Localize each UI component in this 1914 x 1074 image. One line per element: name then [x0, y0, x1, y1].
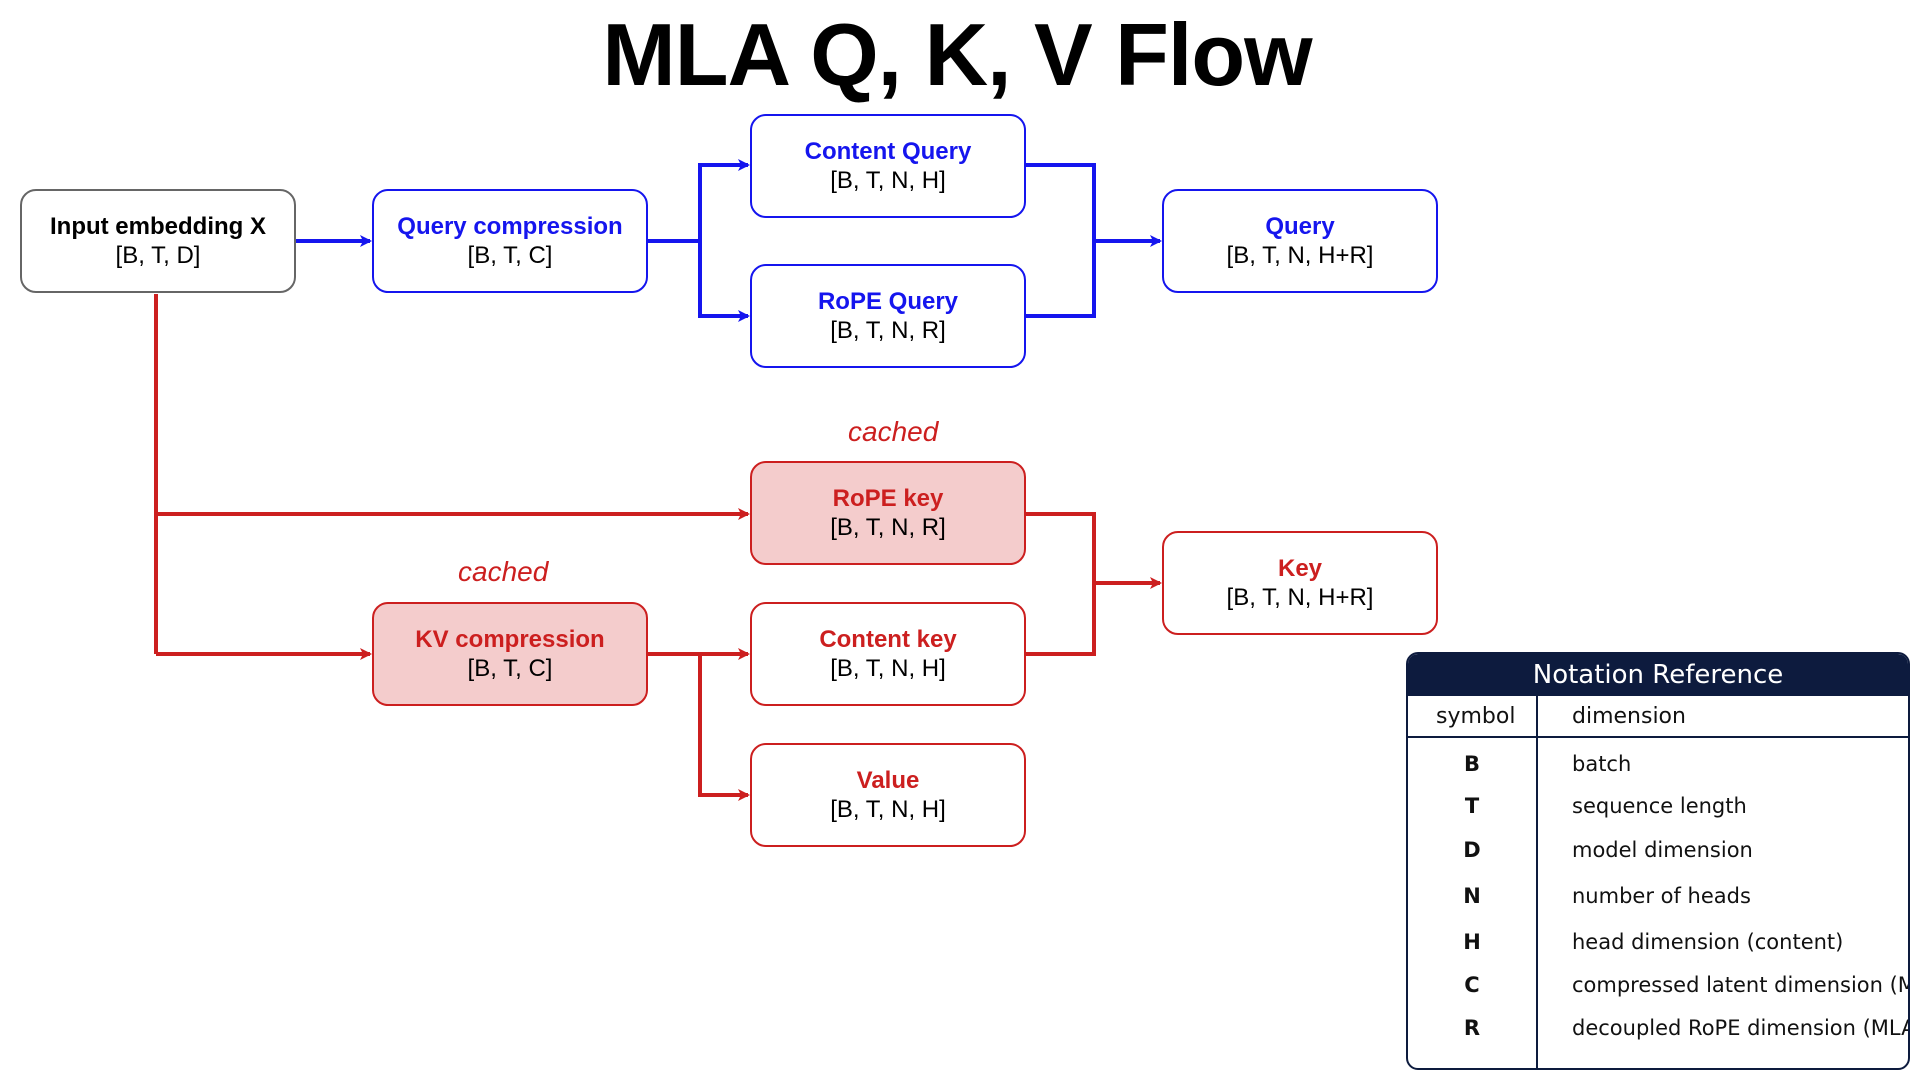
node-label: RoPE key — [832, 485, 944, 512]
node-dims: [B, T, N, H+R] — [1226, 584, 1374, 611]
node-label: Key — [1277, 555, 1323, 582]
node-dims: [B, T, N, H] — [830, 655, 946, 682]
node-value: Value [B, T, N, H] — [750, 743, 1026, 847]
legend-dimension: decoupled RoPE dimension (MLA) — [1572, 1016, 1910, 1040]
node-label: Query — [1265, 213, 1335, 240]
legend-dimension: model dimension — [1572, 838, 1753, 862]
node-label: Value — [856, 767, 920, 794]
node-input-embedding: Input embedding X [B, T, D] — [20, 189, 296, 293]
node-label: KV compression — [415, 626, 605, 653]
node-content-key: Content key [B, T, N, H] — [750, 602, 1026, 706]
node-dims: [B, T, C] — [467, 242, 553, 269]
cached-label-kv-compression: cached — [458, 556, 549, 587]
legend-divider — [1536, 696, 1538, 1068]
arrow-to-value — [698, 654, 750, 801]
arrow-to-rope-query — [698, 241, 750, 322]
node-dims: [B, T, N, H] — [830, 167, 946, 194]
node-content-query: Content Query [B, T, N, H] — [750, 114, 1026, 218]
arrow-content-query-merge — [1026, 163, 1096, 318]
node-dims: [B, T, N, H+R] — [1226, 242, 1374, 269]
node-key: Key [B, T, N, H+R] — [1162, 531, 1438, 635]
node-label: Content Query — [804, 138, 972, 165]
arrow-to-content-query — [648, 159, 750, 243]
legend-symbol: C — [1464, 973, 1480, 997]
legend-symbol: H — [1463, 930, 1481, 954]
legend-symbol: N — [1463, 884, 1481, 908]
node-query-compression: Query compression [B, T, C] — [372, 189, 648, 293]
legend-col-symbol: symbol — [1436, 704, 1516, 729]
legend-dimension: compressed latent dimension (MLA) — [1572, 973, 1908, 997]
node-dims: [B, T, N, R] — [830, 514, 946, 541]
legend-col-dimension: dimension — [1572, 704, 1686, 729]
arrow-key-merge — [1026, 512, 1096, 656]
legend-symbol: R — [1463, 1016, 1481, 1040]
node-label: Query compression — [397, 213, 623, 240]
legend-column-header: symbol dimension — [1408, 696, 1908, 738]
node-dims: [B, T, N, H] — [830, 796, 946, 823]
node-rope-key: RoPE key [B, T, N, R] — [750, 461, 1026, 565]
legend-symbol: B — [1463, 752, 1480, 776]
diagram-title: MLA Q, K, V Flow — [602, 5, 1312, 104]
node-kv-compression: KV compression [B, T, C] — [372, 602, 648, 706]
node-dims: [B, T, N, R] — [830, 317, 946, 344]
legend-dimension: sequence length — [1572, 794, 1747, 818]
legend-title: Notation Reference — [1408, 654, 1908, 696]
legend-dimension: batch — [1572, 752, 1632, 776]
cached-label-rope-key: cached — [848, 416, 939, 447]
node-dims: [B, T, D] — [115, 242, 201, 269]
node-label: Input embedding X — [50, 213, 266, 240]
legend-symbol: D — [1463, 838, 1481, 862]
node-dims: [B, T, C] — [467, 655, 553, 682]
legend-dimension: number of heads — [1572, 884, 1751, 908]
notation-reference-table: Notation Reference symbol dimension B ba… — [1406, 652, 1910, 1070]
node-query: Query [B, T, N, H+R] — [1162, 189, 1438, 293]
legend-symbol: T — [1464, 794, 1480, 818]
node-rope-query: RoPE Query [B, T, N, R] — [750, 264, 1026, 368]
node-label: Content key — [819, 626, 957, 653]
node-label: RoPE Query — [817, 288, 959, 315]
legend-dimension: head dimension (content) — [1572, 930, 1844, 954]
